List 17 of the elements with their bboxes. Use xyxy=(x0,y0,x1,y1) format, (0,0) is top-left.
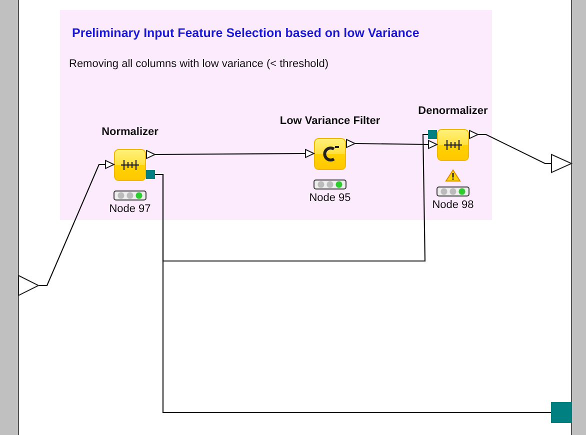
workflow-node xyxy=(100,125,160,200)
annotation-title: Preliminary Input Feature Selection based on low Variance xyxy=(72,26,420,40)
port-triangle xyxy=(18,275,39,296)
connection-line xyxy=(478,134,551,164)
node-title: Low Variance Filter xyxy=(278,114,382,128)
node-title: Normalizer xyxy=(100,125,160,139)
node-id-label: Node 97 xyxy=(108,203,152,216)
connection-line xyxy=(39,164,105,286)
port-square xyxy=(551,402,572,423)
port-triangle xyxy=(551,154,572,173)
node-title: Denormalizer xyxy=(417,104,489,118)
annotation-text: Removing all columns with low variance (< threshold) xyxy=(69,58,329,70)
node-id-label: Node 95 xyxy=(308,192,352,205)
connection-line xyxy=(355,142,428,146)
node-id-label: Node 98 xyxy=(431,199,475,212)
connection-line xyxy=(155,152,305,156)
annotation-box xyxy=(60,10,492,220)
